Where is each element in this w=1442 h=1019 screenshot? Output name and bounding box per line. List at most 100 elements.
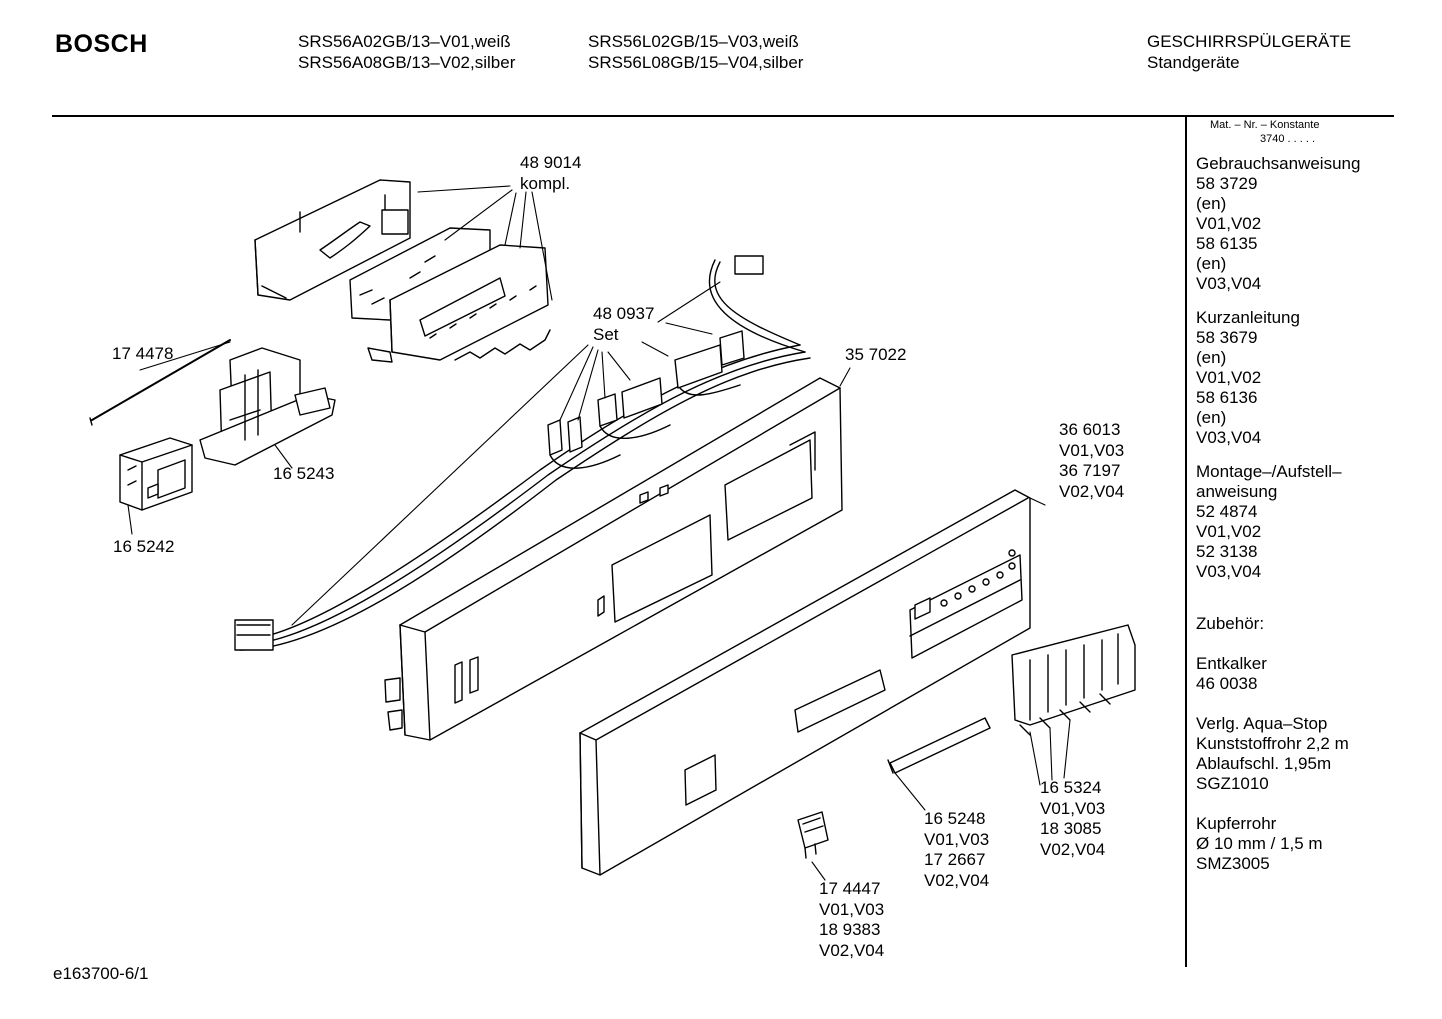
trim-strip — [890, 718, 990, 773]
model-line: SRS56L08GB/15–V04,silber — [588, 53, 804, 72]
doc-line: Kurzanleitung — [1196, 308, 1300, 327]
mat-nr-label: Mat. – Nr. – Konstante — [1210, 119, 1320, 131]
callout-door-switch: 16 5242 — [113, 537, 174, 558]
doc-line: V01,V02 — [1196, 368, 1262, 387]
doc-line: SGZ1010 — [1196, 774, 1269, 793]
doc-line: anweisung — [1196, 482, 1278, 501]
part-number: 35 7022 — [845, 345, 907, 364]
clip-part — [798, 812, 828, 858]
callout-electronic-module: 48 9014 kompl. — [520, 153, 581, 194]
model-line: SRS56A08GB/13–V02,silber — [298, 53, 516, 72]
doc-line: 46 0038 — [1196, 674, 1258, 693]
doc-line: (en) — [1196, 254, 1227, 273]
callout-wiring-harness: 48 0937 Set — [593, 304, 654, 345]
category-subtitle: Standgeräte — [1147, 53, 1240, 72]
doc-line: Kupferrohr — [1196, 814, 1277, 833]
doc-block-installation: Montage–/Aufstell– anweisung 52 4874 V01… — [1196, 462, 1436, 582]
model-line: SRS56A02GB/13–V01,weiß — [298, 32, 511, 51]
wiring-harness — [235, 256, 810, 650]
part-variant: V01,V03 — [924, 829, 990, 849]
part-number: 18 3085 — [1040, 819, 1102, 838]
part-number: 36 7197 — [1059, 461, 1121, 480]
doc-line: 58 6135 — [1196, 234, 1258, 253]
callout-clip-part: 17 4447 V01,V03 18 9383 V02,V04 — [819, 879, 884, 961]
doc-line: (en) — [1196, 194, 1227, 213]
doc-line: V03,V04 — [1196, 274, 1262, 293]
doc-line: 52 3138 — [1196, 542, 1258, 561]
mat-nr-value: 3740 . . . . . — [1260, 133, 1316, 145]
part-variant: V01,V03 — [819, 899, 885, 919]
doc-line: 52 4874 — [1196, 502, 1258, 521]
part-variant: V01,V03 — [1059, 440, 1125, 460]
part-number: 16 5248 — [924, 809, 986, 828]
door-switch — [120, 438, 192, 510]
button-set — [1012, 625, 1135, 735]
doc-line: V01,V02 — [1196, 522, 1262, 541]
doc-line: (en) — [1196, 408, 1227, 427]
callout-front-fascia: 36 6013 V01,V03 36 7197 V02,V04 — [1059, 420, 1124, 502]
doc-block-manual: Gebrauchsanweisung 58 3729 (en) V01,V02 … — [1196, 154, 1436, 294]
part-variant: V02,V04 — [819, 940, 885, 960]
part-number: 18 9383 — [819, 920, 881, 939]
model-list-b: SRS56L02GB/15–V03,weiß SRS56L08GB/15–V04… — [588, 31, 803, 73]
doc-line: V03,V04 — [1196, 562, 1262, 581]
category-title: GESCHIRRSPÜLGERÄTE — [1147, 32, 1352, 51]
drawing-code: e163700-6/1 — [53, 964, 149, 983]
doc-block-copper-pipe: Kupferrohr Ø 10 mm / 1,5 m SMZ3005 — [1196, 814, 1436, 874]
doc-line: 58 3729 — [1196, 174, 1258, 193]
doc-line: Kunststoffrohr 2,2 m — [1196, 734, 1349, 753]
category-label: GESCHIRRSPÜLGERÄTE Standgeräte — [1147, 31, 1351, 73]
part-variant: V01,V03 — [1040, 798, 1106, 818]
header-rule — [52, 115, 1394, 117]
part-variant: V02,V04 — [924, 870, 990, 890]
doc-line: Zubehör: — [1196, 614, 1265, 633]
documentation-sidebar: Mat. – Nr. – Konstante 3740 . . . . . Ge… — [1196, 118, 1436, 874]
doc-block-accessories: Zubehör: — [1196, 614, 1436, 634]
part-number: 16 5324 — [1040, 778, 1102, 797]
front-fascia — [580, 490, 1030, 875]
doc-line: Verlg. Aqua–Stop — [1196, 714, 1328, 733]
part-note: kompl. — [520, 173, 571, 193]
callout-switch-rod: 17 4478 — [112, 344, 173, 365]
doc-line: Montage–/Aufstell– — [1196, 462, 1342, 481]
doc-block-aqua-stop: Verlg. Aqua–Stop Kunststoffrohr 2,2 m Ab… — [1196, 714, 1436, 794]
callout-switch-housing: 16 5243 — [273, 464, 334, 485]
callout-panel-carrier: 35 7022 — [845, 345, 906, 366]
doc-line: Ablaufschl. 1,95m — [1196, 754, 1332, 773]
doc-line: Entkalker — [1196, 654, 1267, 673]
model-list-a: SRS56A02GB/13–V01,weiß SRS56A08GB/13–V02… — [298, 31, 515, 73]
leader-lines — [128, 186, 1070, 880]
model-line: SRS56L02GB/15–V03,weiß — [588, 32, 799, 51]
brand-logo: BOSCH — [55, 30, 148, 58]
part-note: Set — [593, 324, 619, 344]
doc-line: 58 6136 — [1196, 388, 1258, 407]
part-number: 36 6013 — [1059, 420, 1121, 439]
switch-housing — [200, 348, 335, 465]
doc-block-quick-guide: Kurzanleitung 58 3679 (en) V01,V02 58 61… — [1196, 308, 1436, 448]
doc-line: Ø 10 mm / 1,5 m — [1196, 834, 1323, 853]
switch-rod — [92, 340, 230, 420]
callout-button-set: 16 5324 V01,V03 18 3085 V02,V04 — [1040, 778, 1105, 860]
callout-trim-strip: 16 5248 V01,V03 17 2667 V02,V04 — [924, 809, 989, 891]
doc-line: 58 3679 — [1196, 328, 1258, 347]
sidebar-divider — [1185, 117, 1187, 967]
part-number: 16 5242 — [113, 537, 175, 556]
part-number: 17 4478 — [112, 344, 174, 363]
part-number: 17 4447 — [819, 879, 881, 898]
doc-line: Gebrauchsanweisung — [1196, 154, 1361, 173]
part-number: 16 5243 — [273, 464, 335, 483]
doc-line: (en) — [1196, 348, 1227, 367]
exploded-parts-drawing — [0, 0, 1180, 1000]
panel-carrier — [385, 378, 842, 740]
part-number: 48 9014 — [520, 153, 582, 172]
doc-block-descaler: Entkalker 46 0038 — [1196, 654, 1436, 694]
electronic-module — [255, 180, 550, 362]
part-variant: V02,V04 — [1059, 481, 1125, 501]
doc-line: V03,V04 — [1196, 428, 1262, 447]
part-variant: V02,V04 — [1040, 839, 1106, 859]
rod-tip — [90, 418, 92, 425]
doc-line: V01,V02 — [1196, 214, 1262, 233]
part-number: 48 0937 — [593, 304, 655, 323]
doc-line: SMZ3005 — [1196, 854, 1270, 873]
part-number: 17 2667 — [924, 850, 986, 869]
